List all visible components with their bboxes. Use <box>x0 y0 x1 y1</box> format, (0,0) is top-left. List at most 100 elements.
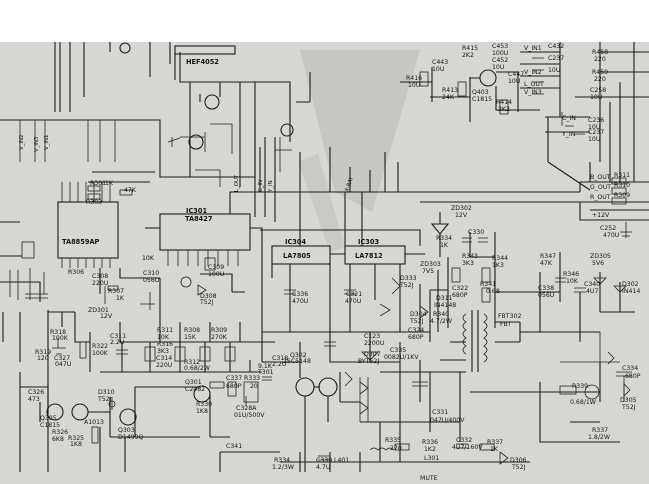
svg-text:C331: C331 <box>432 409 448 416</box>
svg-text:Q305: Q305 <box>40 415 57 422</box>
left-edge-wiring <box>0 221 49 472</box>
net-v-in2: V_IN2 <box>524 69 542 76</box>
svg-text:FBT302: FBT302 <box>498 313 521 320</box>
svg-text:12V: 12V <box>455 212 468 219</box>
svg-text:10U: 10U <box>548 67 560 74</box>
svg-text:270K: 270K <box>211 334 228 341</box>
svg-text:C123: C123 <box>364 333 380 340</box>
svg-text:2.2U: 2.2U <box>110 339 124 346</box>
svg-text:473: 473 <box>28 396 40 403</box>
ic303-ref: IC303 <box>358 238 379 246</box>
svg-text:ZD305: ZD305 <box>590 253 611 260</box>
svg-text:C339: C339 <box>316 457 332 464</box>
ic304-ref: IC304 <box>285 238 306 246</box>
svg-text:R415: R415 <box>462 45 478 52</box>
svg-text:C330: C330 <box>468 229 484 236</box>
svg-text:D310: D310 <box>98 389 115 396</box>
hef4052-chip <box>174 45 236 55</box>
svg-text:7V5: 7V5 <box>422 268 434 275</box>
svg-text:100K: 100K <box>52 335 69 342</box>
svg-text:R346: R346 <box>563 271 579 278</box>
svg-text:R341: R341 <box>480 281 496 288</box>
svg-text:1K: 1K <box>116 295 125 302</box>
right-middle-wiring <box>419 212 635 342</box>
svg-text:C1815: C1815 <box>40 422 60 429</box>
svg-text:D308: D308 <box>200 293 217 300</box>
net-l-out: L_OUT <box>524 81 544 88</box>
svg-text:C236: C236 <box>588 117 604 124</box>
svg-text:C258: C258 <box>590 87 606 94</box>
svg-text:0.68: 0.68 <box>486 288 500 295</box>
svg-text:10K: 10K <box>142 255 155 262</box>
svg-text:4U7/160V: 4U7/160V <box>452 444 483 451</box>
svg-text:Q303: Q303 <box>118 427 135 434</box>
svg-text:10U: 10U <box>590 94 602 101</box>
svg-text:C318: C318 <box>272 355 288 362</box>
net-g-out: G_OUT <box>590 184 611 191</box>
schematic-drawing: HEF4052 V_IN2 V_IN3 V_IN1 L_OUT C_IN Y_I… <box>0 42 649 482</box>
svg-text:4U7: 4U7 <box>586 288 598 295</box>
svg-text:R343: R343 <box>462 253 478 260</box>
svg-text:1K8: 1K8 <box>70 441 82 448</box>
svg-text:R316: R316 <box>157 341 173 348</box>
hef4052-label: HEF4052 <box>186 58 219 66</box>
svg-text:C334: C334 <box>622 365 638 372</box>
svg-text:V_IN3: V_IN3 <box>34 137 40 152</box>
svg-text:C_IN: C_IN <box>258 180 264 192</box>
top-left-vertical-labels: V_IN2 V_IN3 V_IN1 L_OUT C_IN Y_IN <box>19 135 274 193</box>
svg-text:R318: R318 <box>50 329 66 336</box>
svg-text:FBT: FBT <box>500 321 512 328</box>
svg-text:C2482: C2482 <box>185 386 205 393</box>
svg-text:V_IN2: V_IN2 <box>19 135 25 150</box>
q303-symbol <box>119 408 137 426</box>
svg-text:R334: R334 <box>274 457 290 464</box>
label-r301: R301 <box>90 180 106 187</box>
rgb-out-wiring <box>410 177 649 221</box>
svg-text:10U: 10U <box>492 64 504 71</box>
svg-text:C443: C443 <box>432 59 448 66</box>
svg-text:R334: R334 <box>436 235 452 242</box>
svg-text:0.68/2W: 0.68/2W <box>184 365 210 372</box>
svg-text:2200U: 2200U <box>364 340 384 347</box>
svg-text:R307: R307 <box>108 288 124 295</box>
svg-text:470U: 470U <box>345 298 361 305</box>
svg-text:680P: 680P <box>226 383 242 390</box>
svg-text:T52J: T52J <box>97 396 112 403</box>
net-c-in: C_IN <box>562 115 576 122</box>
svg-text:ZD302: ZD302 <box>451 205 472 212</box>
svg-text:0.68/1W: 0.68/1W <box>570 399 596 406</box>
svg-text:056U: 056U <box>143 277 159 284</box>
svg-text:R340: R340 <box>433 311 449 318</box>
svg-text:15K: 15K <box>184 334 197 341</box>
svg-text:R413: R413 <box>442 87 458 94</box>
svg-text:C308: C308 <box>92 273 108 280</box>
svg-text:T52J: T52J <box>409 318 424 325</box>
ic301-ref: IC301 <box>186 207 207 215</box>
svg-text:IN414: IN414 <box>622 288 640 295</box>
svg-text:R306: R306 <box>68 269 84 276</box>
svg-text:R303: R303 <box>86 199 102 206</box>
svg-text:T52J: T52J <box>621 404 636 411</box>
svg-text:R416: R416 <box>406 75 422 82</box>
svg-text:R333: R333 <box>244 375 260 382</box>
svg-text:1.2/3W: 1.2/3W <box>272 464 294 471</box>
svg-text:10K: 10K <box>157 334 170 341</box>
svg-text:2K2: 2K2 <box>462 52 474 59</box>
top-right-wiring <box>400 42 649 191</box>
svg-text:ZD303: ZD303 <box>420 261 441 268</box>
svg-text:R337: R337 <box>487 439 503 446</box>
svg-text:20: 20 <box>250 383 258 390</box>
svg-text:0082U/1KV: 0082U/1KV <box>384 354 419 361</box>
svg-text:D333: D333 <box>400 275 417 282</box>
ic304-chip <box>271 245 331 265</box>
svg-text:R322: R322 <box>92 343 108 350</box>
svg-text:1K8: 1K8 <box>196 408 208 415</box>
svg-text:Q403: Q403 <box>472 89 489 96</box>
svg-text:47K: 47K <box>540 260 553 267</box>
left-middle-wiring <box>48 311 275 373</box>
svg-text:C327: C327 <box>54 355 70 362</box>
q305-symbol <box>46 403 64 421</box>
svg-text:T52J: T52J <box>511 464 526 471</box>
top-left-wiring <box>0 42 311 222</box>
svg-text:1K: 1K <box>105 180 114 187</box>
